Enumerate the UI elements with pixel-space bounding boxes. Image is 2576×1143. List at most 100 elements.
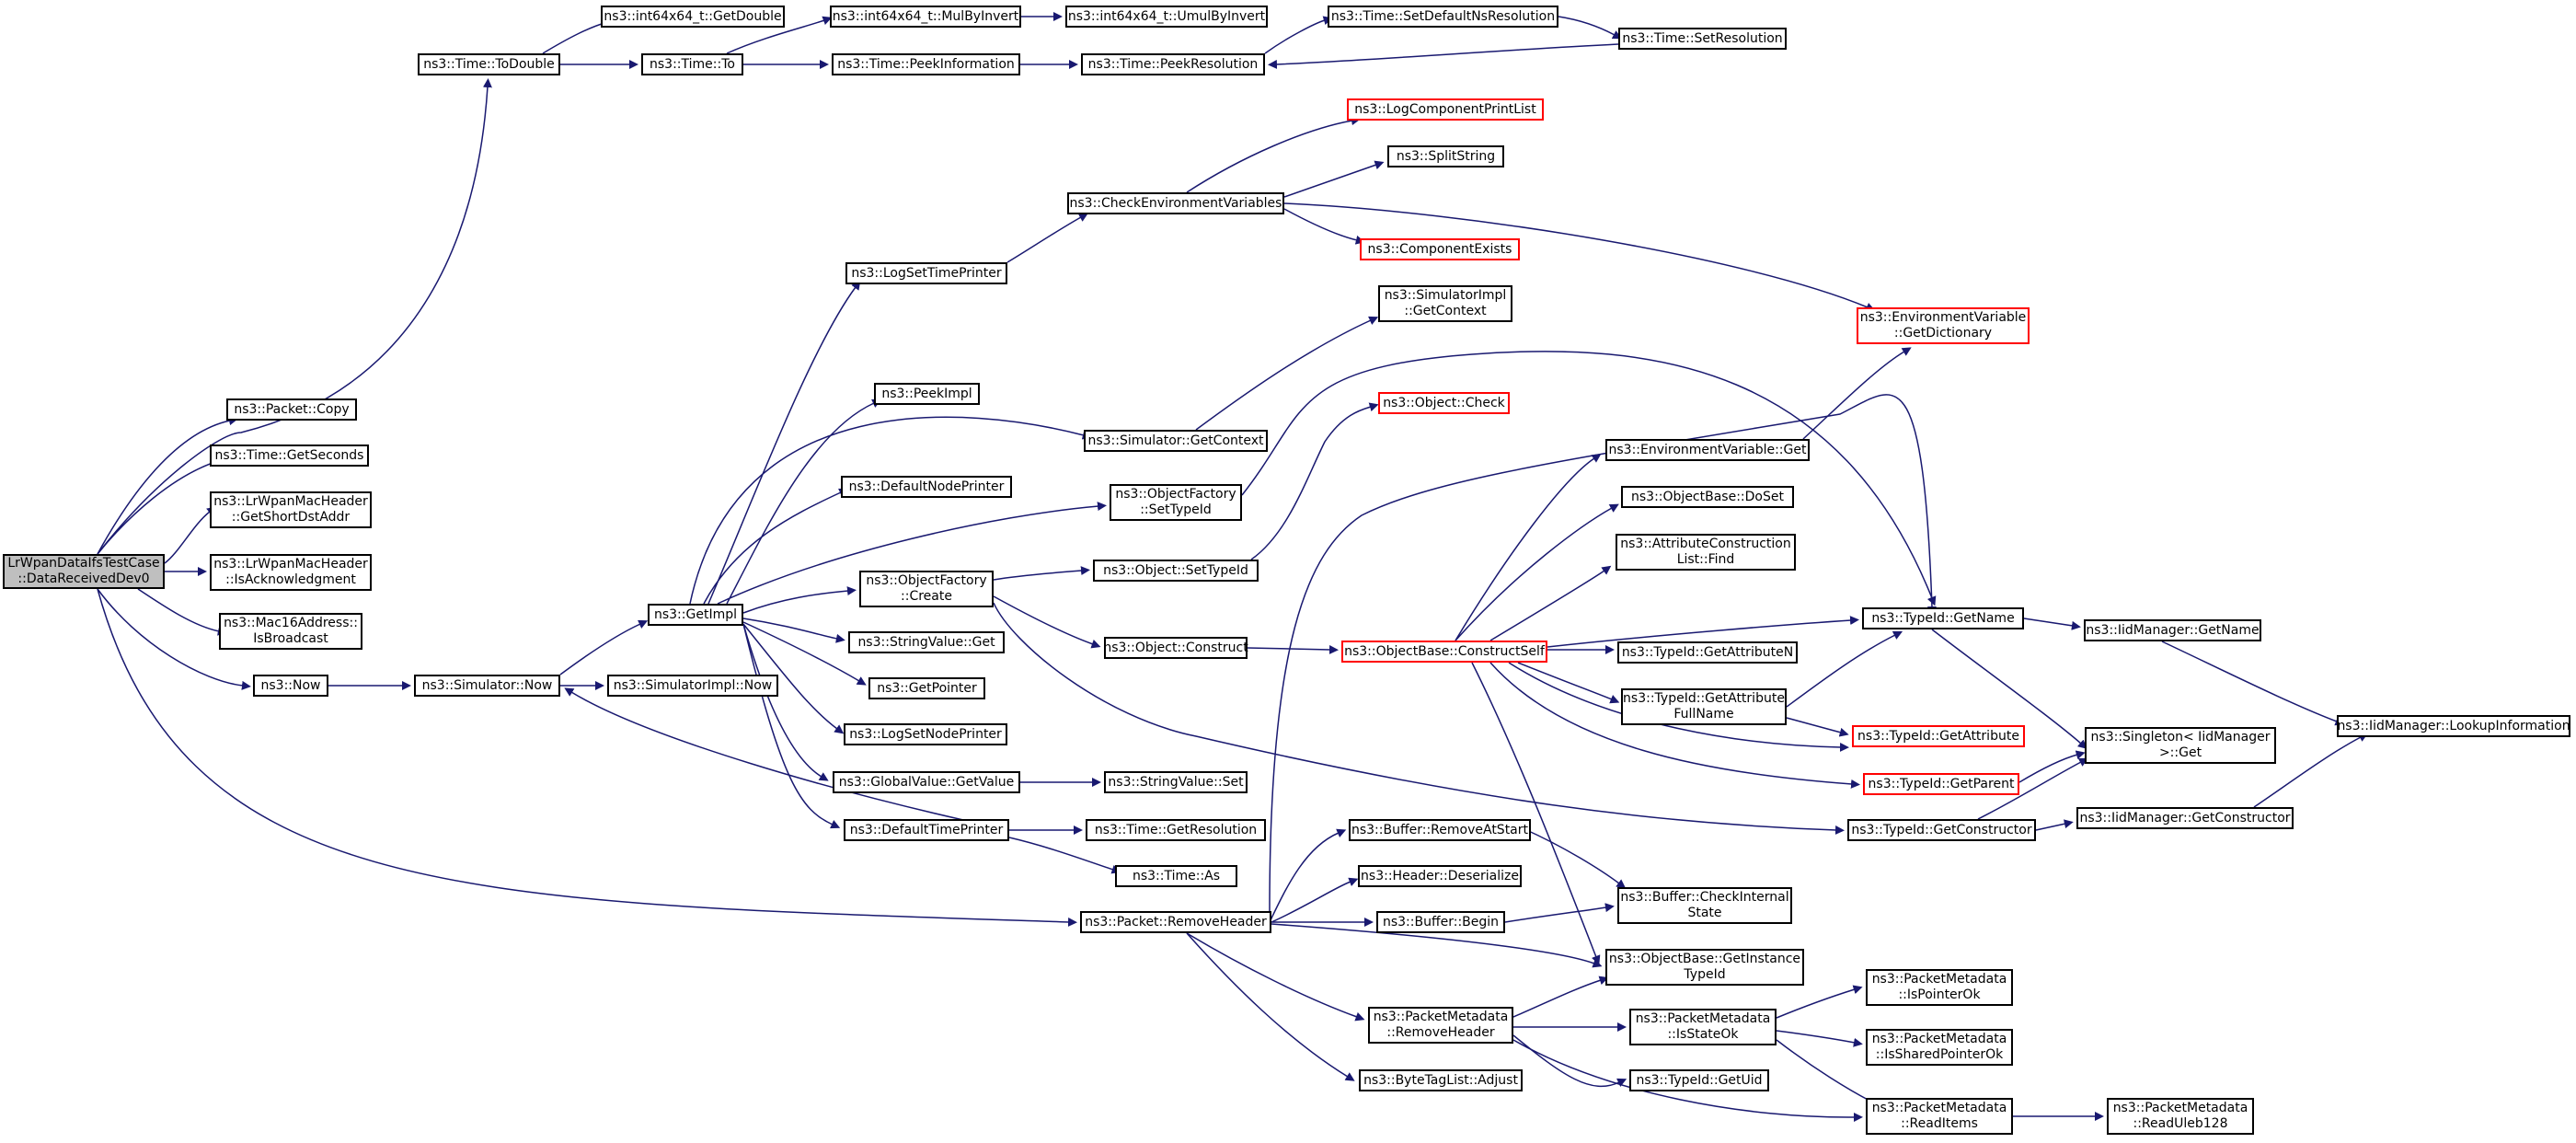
node-object-settypeid[interactable]: ns3::Object::SetTypeId [1093, 560, 1259, 582]
node-typeid-getparent[interactable]: ns3::TypeId::GetParent [1863, 773, 2019, 795]
node-time-peekinformation[interactable]: ns3::Time::PeekInformation [832, 53, 1020, 75]
node-iidmanager-getconstructor[interactable]: ns3::IidManager::GetConstructor [2076, 807, 2294, 829]
node-time-setdefaultnsresolution[interactable]: ns3::Time::SetDefaultNsResolution [1328, 6, 1558, 28]
node-checkenvironmentvariables[interactable]: ns3::CheckEnvironmentVariables [1067, 192, 1284, 214]
node-packetmetadata-removeheader[interactable]: ns3::PacketMetadata::RemoveHeader [1368, 1007, 1513, 1044]
node-objectfactory-settypeid[interactable]: ns3::ObjectFactory::SetTypeId [1110, 484, 1242, 521]
node-simulatorimpl-getcontext[interactable]: ns3::SimulatorImpl::GetContext [1378, 285, 1512, 322]
node-iidmanager-lookupinformation[interactable]: ns3::IidManager::LookupInformation [2337, 715, 2570, 737]
node-lrwpanmacheader-getshortdstaddr[interactable]: ns3::LrWpanMacHeader::GetShortDstAddr [210, 491, 372, 528]
node-logsettimeprinter[interactable]: ns3::LogSetTimePrinter [845, 262, 1007, 284]
call-edge [1547, 616, 1859, 648]
node-environmentvariable-get[interactable]: ns3::EnvironmentVariable::Get [1605, 439, 1810, 461]
node-time-to[interactable]: ns3::Time::To [641, 53, 743, 75]
node-simulatorimpl-now[interactable]: ns3::SimulatorImpl::Now [607, 675, 778, 697]
call-edge [726, 398, 882, 605]
call-edge [97, 416, 238, 555]
node-simulator-now[interactable]: ns3::Simulator::Now [414, 675, 560, 697]
node-logsetnodeprinter[interactable]: ns3::LogSetNodePrinter [844, 723, 1007, 745]
call-edge [1271, 877, 1359, 923]
node-typeid-getattributen[interactable]: ns3::TypeId::GetAttributeN [1617, 641, 1798, 664]
node-objectbase-doset[interactable]: ns3::ObjectBase::DoSet [1621, 486, 1794, 508]
call-edge [1489, 662, 1860, 789]
node-stringvalue-get[interactable]: ns3::StringValue::Get [848, 631, 1005, 653]
node-getpointer[interactable]: ns3::GetPointer [868, 677, 985, 699]
node-typeid-getattribute[interactable]: ns3::TypeId::GetAttribute [1852, 725, 2025, 747]
call-edge [1264, 16, 1333, 54]
call-edge [1268, 43, 1619, 69]
call-edge [1008, 837, 1121, 874]
node-typeid-getconstructor[interactable]: ns3::TypeId::GetConstructor [1847, 819, 2036, 841]
node-packet-removeheader[interactable]: ns3::Packet::RemoveHeader [1080, 911, 1271, 933]
node-packetmetadata-ispointerok[interactable]: ns3::PacketMetadata::IsPointerOk [1866, 969, 2013, 1006]
call-edge [1269, 394, 1937, 912]
node-mac16address-isbroadcast[interactable]: ns3::Mac16Address::IsBroadcast [219, 613, 362, 650]
node-header-deserialize[interactable]: ns3::Header::Deserialize [1358, 865, 1522, 887]
node-object-check[interactable]: ns3::Object::Check [1378, 392, 1510, 414]
node-objectfactory-create[interactable]: ns3::ObjectFactory::Create [859, 571, 994, 607]
node-bytetaglist-adjust[interactable]: ns3::ByteTagList::Adjust [1359, 1069, 1523, 1091]
call-edge [2035, 819, 2074, 831]
node-environmentvariable-getdictionary[interactable]: ns3::EnvironmentVariable::GetDictionary [1857, 307, 2030, 344]
node-time-getresolution[interactable]: ns3::Time::GetResolution [1086, 819, 1266, 841]
call-edges [97, 12, 2368, 1123]
call-edge [742, 621, 867, 686]
node-getimpl[interactable]: ns3::GetImpl [648, 604, 743, 626]
call-edge [137, 588, 227, 636]
node-time-peekresolution[interactable]: ns3::Time::PeekResolution [1081, 53, 1265, 75]
node-singleton-iidmanager-get[interactable]: ns3::Singleton< IidManager >::Get [2085, 727, 2276, 764]
call-edge [1186, 932, 1355, 1081]
call-edge [1558, 16, 1622, 40]
node-splitstring[interactable]: ns3::SplitString [1387, 145, 1504, 167]
node-object-construct[interactable]: ns3::Object::Construct [1103, 637, 1248, 659]
call-edge [97, 456, 229, 555]
node-typeid-getname[interactable]: ns3::TypeId::GetName [1862, 607, 2024, 629]
call-edge [726, 16, 833, 54]
call-edge [1776, 985, 1863, 1019]
node-time-getseconds[interactable]: ns3::Time::GetSeconds [210, 444, 369, 467]
node-typeid-getuid[interactable]: ns3::TypeId::GetUid [1629, 1069, 1769, 1091]
node-now[interactable]: ns3::Now [253, 675, 328, 697]
node-stringvalue-set[interactable]: ns3::StringValue::Set [1104, 771, 1248, 793]
node-buffer-begin[interactable]: ns3::Buffer::Begin [1376, 911, 1505, 933]
call-edge [1283, 208, 1365, 245]
call-edge [2018, 750, 2086, 783]
node-packetmetadata-readuleb128[interactable]: ns3::PacketMetadata::ReadUleb128 [2107, 1098, 2254, 1135]
node-time-setresolution[interactable]: ns3::Time::SetResolution [1618, 28, 1787, 50]
node-int64x64-umulbyinvert[interactable]: ns3::int64x64_t::UmulByInvert [1065, 6, 1268, 28]
call-edge [2023, 618, 2081, 630]
node-componentexists[interactable]: ns3::ComponentExists [1360, 238, 1520, 260]
node-objectbase-constructself[interactable]: ns3::ObjectBase::ConstructSelf [1341, 641, 1547, 663]
node-time-as[interactable]: ns3::Time::As [1115, 865, 1237, 887]
node-peekimpl[interactable]: ns3::PeekImpl [874, 383, 980, 405]
node-time-todouble[interactable]: ns3::Time::ToDouble [418, 53, 560, 75]
node-lrwpanmacheader-isacknowledgment[interactable]: ns3::LrWpanMacHeader::IsAcknowledgment [210, 554, 372, 591]
node-packetmetadata-readitems[interactable]: ns3::PacketMetadata::ReadItems [1866, 1098, 2013, 1135]
call-edge [1512, 1039, 1863, 1123]
node-defaultnodeprinter[interactable]: ns3::DefaultNodePrinter [841, 476, 1012, 498]
node-packetmetadata-issharedpointerok[interactable]: ns3::PacketMetadata::IsSharedPointerOk [1866, 1029, 2013, 1066]
call-edge [1931, 629, 2087, 749]
call-edge [1517, 662, 1620, 704]
node-simulator-getcontext[interactable]: ns3::Simulator::GetContext [1084, 430, 1268, 452]
node-defaulttimeprinter[interactable]: ns3::DefaultTimePrinter [844, 819, 1009, 841]
call-edge [1241, 351, 1937, 606]
node-buffer-removeatstart[interactable]: ns3::Buffer::RemoveAtStart [1349, 819, 1531, 841]
call-edge [97, 588, 1077, 927]
call-edge [1802, 347, 1912, 440]
node-globalvalue-getvalue[interactable]: ns3::GlobalValue::GetValue [833, 771, 1020, 793]
call-edge [2253, 733, 2368, 808]
node-int64x64-mulbyinvert[interactable]: ns3::int64x64_t::MulByInvert [830, 6, 1021, 28]
node-iidmanager-getname[interactable]: ns3::IidManager::GetName [2084, 619, 2261, 641]
call-edge [1283, 160, 1385, 198]
call-edge [707, 280, 861, 605]
node-packet-copy[interactable]: ns3::Packet::Copy [226, 398, 357, 421]
node-int64x64-getdouble[interactable]: ns3::int64x64_t::GetDouble [601, 6, 785, 28]
node-logcomponentprintlist[interactable]: ns3::LogComponentPrintList [1347, 98, 1544, 121]
node-packetmetadata-isstateok[interactable]: ns3::PacketMetadata::IsStateOk [1629, 1009, 1777, 1045]
